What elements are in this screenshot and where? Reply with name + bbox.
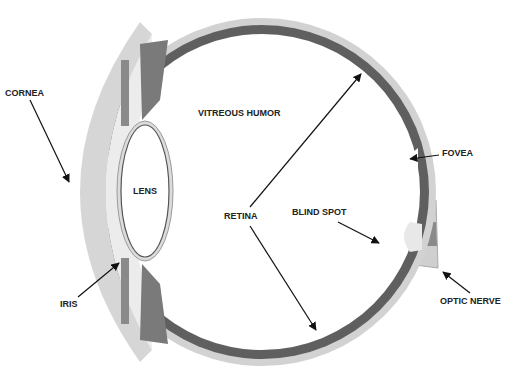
leader-line <box>30 100 69 182</box>
part-label: IRIS <box>60 299 78 310</box>
part-label: BLIND SPOT <box>292 207 347 218</box>
lens-shape: LENS <box>116 120 174 262</box>
lens-body <box>121 125 169 257</box>
ciliary-body <box>140 40 168 120</box>
leader-line <box>410 155 439 159</box>
retina-layer <box>95 25 429 359</box>
iris-shape <box>121 60 129 126</box>
part-label: CORNEA <box>5 88 44 99</box>
part-label: RETINA <box>224 211 258 222</box>
leader-line <box>250 74 361 207</box>
leader-line <box>250 226 316 330</box>
sclera <box>88 18 436 366</box>
iris-shape <box>121 258 129 324</box>
lens-label: LENS <box>133 186 157 197</box>
lens-capsule <box>117 121 173 261</box>
part-label: OPTIC NERVE <box>440 296 501 307</box>
vitreous-body <box>104 34 420 350</box>
part-label: VITREOUS HUMOR <box>198 108 281 119</box>
leader-line <box>338 222 379 243</box>
leader-line <box>443 272 470 293</box>
leader-line <box>78 263 119 297</box>
part-label: FOVEA <box>442 148 473 159</box>
ciliary-body <box>140 264 168 344</box>
blind-spot-disc <box>404 222 422 252</box>
